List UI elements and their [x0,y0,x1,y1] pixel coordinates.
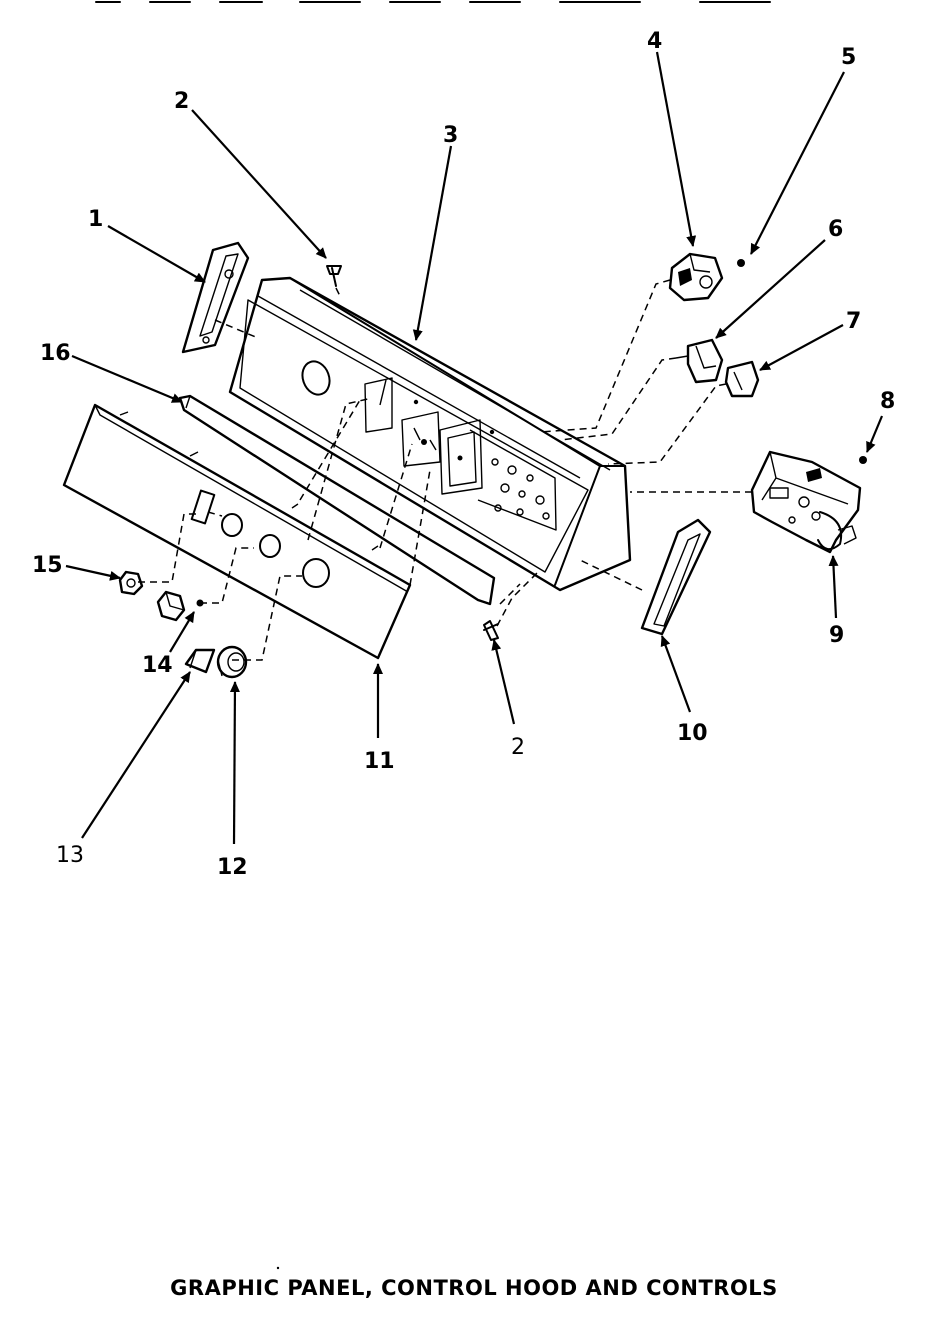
callout-labels: 1 2 3 4 5 6 7 8 9 10 11 2 12 13 14 15 16 [32,29,895,880]
control-hood [228,276,632,592]
graphic-panel [62,403,412,660]
screw-top [326,265,342,287]
callout-12: 12 [217,855,248,880]
callout-1: 1 [88,207,103,232]
callout-8: 8 [880,389,895,414]
timer-screw [859,456,867,464]
callout-7: 7 [846,309,861,334]
callout-16: 16 [40,341,71,366]
stray-dot [276,1266,280,1270]
rocker-switch-6 [675,338,724,384]
graphic-panel-hole-c [302,558,330,588]
callout-5: 5 [841,45,856,70]
callout-15: 15 [32,553,63,578]
assembly-lines [138,279,752,661]
retaining-clip [737,259,745,267]
rocker-switch-7 [724,360,760,398]
knob-15 [118,570,144,596]
callout-2-top: 2 [174,89,189,114]
callout-14: 14 [142,653,173,678]
timer-assembly [750,450,862,554]
callout-10: 10 [677,721,708,746]
graphic-panel-hole-b [259,534,281,558]
knob-14 [156,590,186,622]
left-end-cap [181,241,250,354]
callout-4: 4 [647,29,662,54]
graphic-panel-slot [190,489,216,525]
right-end-cap [640,518,712,636]
diagram-caption: GRAPHIC PANEL, CONTROL HOOD AND CONTROLS [170,1276,778,1300]
hood-dial-opening [301,360,331,396]
callout-2-bottom: 2 [511,735,525,760]
leader-arrows [65,51,884,845]
hood-mounting-holes [413,399,550,520]
callout-13: 13 [56,843,84,868]
callout-11: 11 [364,749,395,774]
callout-3: 3 [443,123,458,148]
trim-strip [178,394,496,606]
callout-9: 9 [829,623,844,648]
callout-6: 6 [828,217,843,242]
graphic-panel-hole-a [221,513,243,537]
knob-13 [184,648,216,674]
knob-12 [216,645,248,679]
selector-assembly [668,252,724,302]
screw-bottom [483,620,499,641]
